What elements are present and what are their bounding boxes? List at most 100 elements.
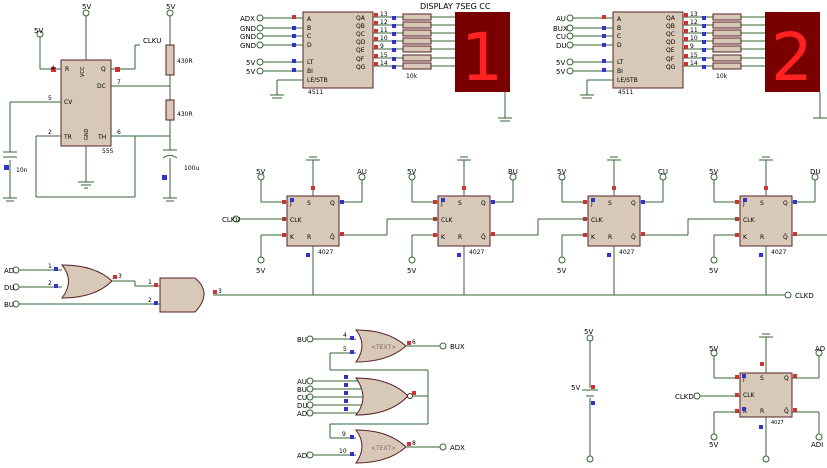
svg-text:QF: QF xyxy=(666,56,675,63)
svg-text:5V: 5V xyxy=(246,59,255,67)
svg-text:QE: QE xyxy=(356,47,365,54)
output-net-label: BU xyxy=(508,168,518,176)
flip-flop-row[interactable]: JCLKKSRQQ̄40275V5VAUCLKUJCLKKSRQQ̄40275V… xyxy=(222,156,827,295)
svg-text:LT: LT xyxy=(307,59,314,66)
output-terminal xyxy=(811,173,819,181)
pin-marker xyxy=(433,200,437,204)
ff-pin-k: K xyxy=(743,234,748,241)
svg-text:BI: BI xyxy=(307,68,313,75)
ff-pin-clk: CLK xyxy=(290,217,303,224)
red-pins-dec-left xyxy=(292,13,378,66)
svg-text:15: 15 xyxy=(690,52,698,59)
ff-pin-s: S xyxy=(760,200,764,207)
ff-pin-qbar: Q̄ xyxy=(330,234,335,241)
svg-text:14: 14 xyxy=(380,60,388,67)
or-gate-bux[interactable]: <TEXT> xyxy=(354,329,407,363)
svg-text:BI: BI xyxy=(617,68,623,75)
svg-text:430R: 430R xyxy=(177,111,193,118)
power-terminal xyxy=(710,173,718,181)
pin-marker xyxy=(793,200,797,204)
ff-pin-j: J xyxy=(742,200,745,207)
pin-marker xyxy=(282,233,286,237)
pin-marker xyxy=(441,198,445,202)
ff-pin-r: R xyxy=(608,234,612,241)
svg-text:QC: QC xyxy=(356,31,365,38)
svg-text:ADI: ADI xyxy=(811,441,823,449)
svg-text:14: 14 xyxy=(690,60,698,67)
or-gate-1[interactable] xyxy=(60,264,113,299)
power-label: 5V xyxy=(557,168,566,176)
svg-text:BU: BU xyxy=(297,386,307,394)
svg-text:Q: Q xyxy=(784,375,789,382)
svg-text:S: S xyxy=(760,375,764,382)
svg-text:VCC: VCC xyxy=(80,66,86,77)
pin-marker xyxy=(793,232,797,236)
power-label: 5V xyxy=(557,267,566,275)
power-label: 5V xyxy=(709,168,718,176)
ff-pin-r: R xyxy=(307,234,311,241)
power-label: 5V xyxy=(256,267,265,275)
ff-chip-name: 4027 xyxy=(771,249,786,256)
pin-marker xyxy=(607,253,611,257)
svg-text:AD: AD xyxy=(815,345,825,353)
svg-text:5V: 5V xyxy=(556,68,565,76)
svg-text:10: 10 xyxy=(339,448,347,455)
svg-text:13: 13 xyxy=(690,11,698,18)
svg-text:13: 13 xyxy=(380,11,388,18)
svg-text:BUX: BUX xyxy=(553,25,568,33)
timer-555[interactable]: R VCC Q DC CV TR GND TH 555 xyxy=(60,59,114,155)
pin-marker xyxy=(583,200,587,204)
pin-marker xyxy=(290,198,294,202)
flip-flop-1[interactable] xyxy=(286,195,340,247)
svg-text:AU: AU xyxy=(556,15,566,23)
svg-text:5V: 5V xyxy=(709,441,718,449)
ff-pin-q: Q xyxy=(783,200,788,207)
svg-text:15: 15 xyxy=(380,52,388,59)
decoder-4511-left[interactable] xyxy=(302,11,374,89)
svg-text:2: 2 xyxy=(48,129,52,136)
decoder-4511-right[interactable] xyxy=(612,11,684,89)
ff-pin-clk: CLK xyxy=(591,217,604,224)
svg-text:10k: 10k xyxy=(406,73,418,80)
pin-marker xyxy=(491,200,495,204)
power-terminal xyxy=(257,256,265,264)
ff-pin-qbar: Q̄ xyxy=(783,234,788,241)
output-terminal xyxy=(659,173,667,181)
pin-marker xyxy=(282,200,286,204)
svg-text:6: 6 xyxy=(117,129,121,136)
svg-text:8: 8 xyxy=(412,440,416,447)
svg-text:B: B xyxy=(617,25,621,32)
flip-flop-3[interactable] xyxy=(587,195,641,247)
output-terminal xyxy=(358,173,366,181)
power-terminal xyxy=(558,173,566,181)
and-gate-1[interactable] xyxy=(159,277,205,313)
svg-text:LE/STB: LE/STB xyxy=(307,77,328,84)
resistor-pack-right xyxy=(712,13,742,70)
power-label: 5V xyxy=(709,267,718,275)
svg-text:4: 4 xyxy=(343,332,347,339)
svg-text:3: 3 xyxy=(118,273,122,280)
svg-text:2: 2 xyxy=(771,19,813,96)
or-gate-adx[interactable]: <TEXT> xyxy=(355,429,407,464)
flip-flop-bottom[interactable]: J CLK K S R Q Q̄ 4027 xyxy=(739,372,793,426)
svg-text:CLKU: CLKU xyxy=(143,37,161,45)
svg-text:GND: GND xyxy=(240,33,256,41)
blue-pins-dec-left xyxy=(292,16,396,72)
ff-pin-j: J xyxy=(289,200,292,207)
svg-text:1: 1 xyxy=(148,279,152,286)
svg-text:QB: QB xyxy=(356,23,365,30)
svg-text:555: 555 xyxy=(102,148,114,155)
svg-text:ADX: ADX xyxy=(240,15,255,23)
ff-pin-q: Q xyxy=(330,200,335,207)
ff-pin-k: K xyxy=(441,234,446,241)
svg-text:LE/STB: LE/STB xyxy=(617,77,638,84)
svg-text:D: D xyxy=(307,42,312,49)
pin-marker xyxy=(583,233,587,237)
power-terminal xyxy=(257,173,265,181)
svg-text:5V: 5V xyxy=(584,328,593,336)
svg-text:ADX: ADX xyxy=(450,444,465,452)
svg-text:9: 9 xyxy=(342,431,346,438)
svg-text:AD: AD xyxy=(297,410,307,418)
svg-text:5V: 5V xyxy=(166,3,175,11)
svg-text:5V: 5V xyxy=(246,68,255,76)
